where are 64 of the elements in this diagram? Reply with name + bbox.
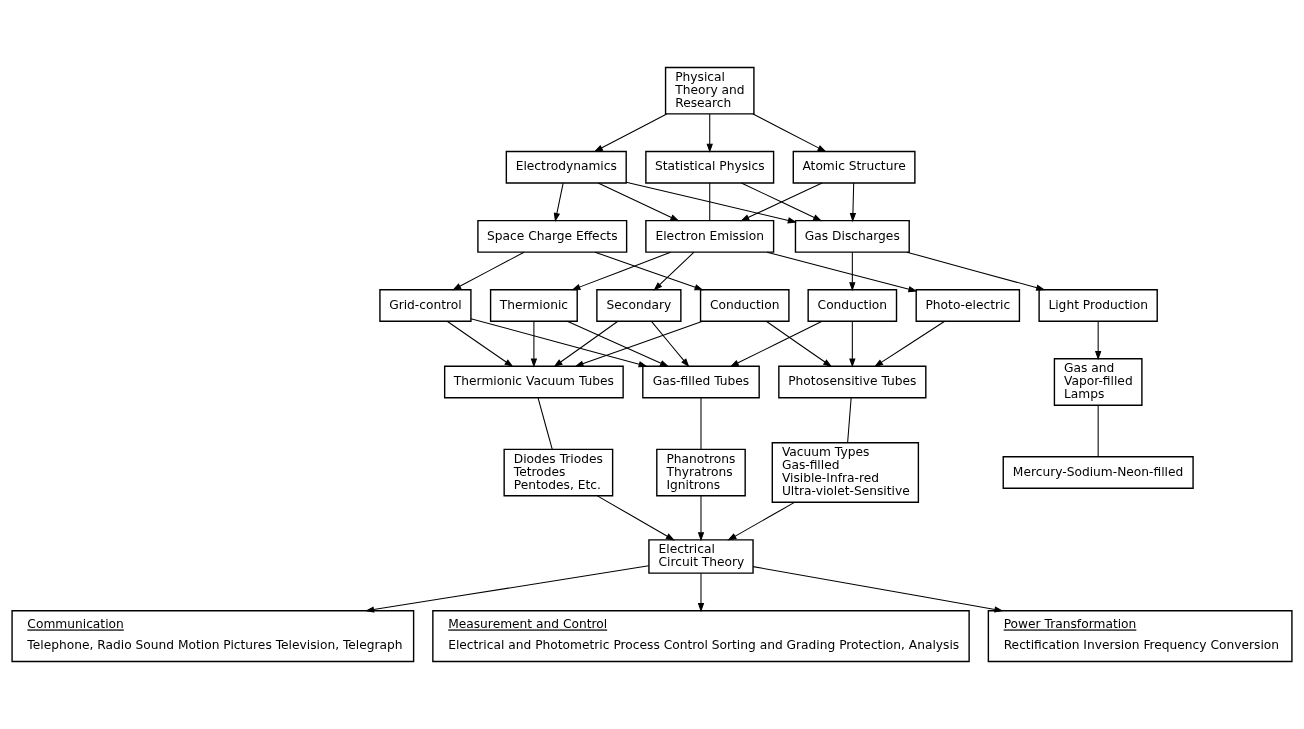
node-box: Grid-control <box>379 289 472 322</box>
node-box: Measurement and Control Electrical and Photometric Process Control Sorting and Grading Protection, Analysis <box>432 610 970 663</box>
arrow <box>849 182 857 223</box>
node-box: Communication Telephone, Radio Sound Motion Pictures Television, Telegraph <box>11 610 415 663</box>
node-box: Conduction <box>807 289 898 322</box>
arrow <box>553 320 619 368</box>
node-box: Secondary <box>596 289 682 322</box>
arrow <box>1094 320 1102 361</box>
node-box: Photo-electric <box>915 289 1021 322</box>
arrow <box>653 251 695 291</box>
arrow <box>740 182 823 222</box>
arrow <box>530 320 538 368</box>
node-box: Thermionic Vacuum Tubes <box>443 365 624 399</box>
arrow <box>752 113 827 153</box>
node-box: Thermionic <box>489 289 578 322</box>
node-box: Power Transformation Rectification Inversion Frequency Conversion <box>987 610 1293 663</box>
node-box: Statistical Physics <box>645 150 775 184</box>
arrow <box>365 565 650 613</box>
connector <box>537 397 553 450</box>
arrow <box>571 251 672 291</box>
node-box: Gas Discharges <box>794 219 910 253</box>
node-box: Electrical Circuit Theory <box>648 539 754 574</box>
arrow <box>594 251 704 291</box>
node-box: Mercury-Sodium-Neon-filled <box>1002 456 1194 489</box>
connector <box>700 397 702 450</box>
arrow <box>752 566 1004 613</box>
node-box: Physical Theory and Research <box>664 66 755 115</box>
node-box: Conduction <box>699 289 790 322</box>
arrow <box>596 495 675 541</box>
connector <box>1097 404 1099 458</box>
node-box: Photosensitive Tubes <box>778 365 927 399</box>
arrow <box>446 320 514 368</box>
arrow <box>593 113 668 152</box>
arrow <box>849 251 856 292</box>
arrow <box>697 495 705 542</box>
arrow <box>650 320 690 368</box>
arrow <box>597 182 680 222</box>
connector <box>847 397 852 444</box>
node-box: Gas-filled Tubes <box>642 365 760 399</box>
arrow <box>452 251 525 291</box>
arrow <box>574 320 704 367</box>
arrow <box>766 251 918 293</box>
arrow <box>553 182 564 223</box>
node-box: Light Production <box>1038 289 1158 322</box>
arrow <box>566 320 670 367</box>
connector <box>709 182 711 222</box>
node-box: Electrodynamics <box>505 150 627 184</box>
arrow <box>874 320 946 368</box>
arrow <box>849 320 856 368</box>
node-box: Electron Emission <box>645 219 775 253</box>
arrow <box>727 501 795 541</box>
node-box: Atomic Structure <box>792 150 916 184</box>
arrow <box>729 320 823 367</box>
arrow <box>706 113 713 153</box>
arrow <box>906 251 1046 291</box>
arrow <box>470 318 648 368</box>
node-box: Space Charge Effects <box>477 219 628 253</box>
arrow <box>697 572 705 613</box>
arrow <box>765 320 833 368</box>
node-box: Phanotrons Thyratrons Ignitrons <box>656 448 746 497</box>
node-box: Gas and Vapor-filled Lamps <box>1053 358 1143 406</box>
node-box: Diodes Triodes Tetrodes Pentodes, Etc. <box>503 448 614 497</box>
node-box: Vacuum Types Gas-filled Visible-Infra-red Ultra-violet-Sensitive <box>771 442 920 503</box>
arrow <box>625 181 797 224</box>
